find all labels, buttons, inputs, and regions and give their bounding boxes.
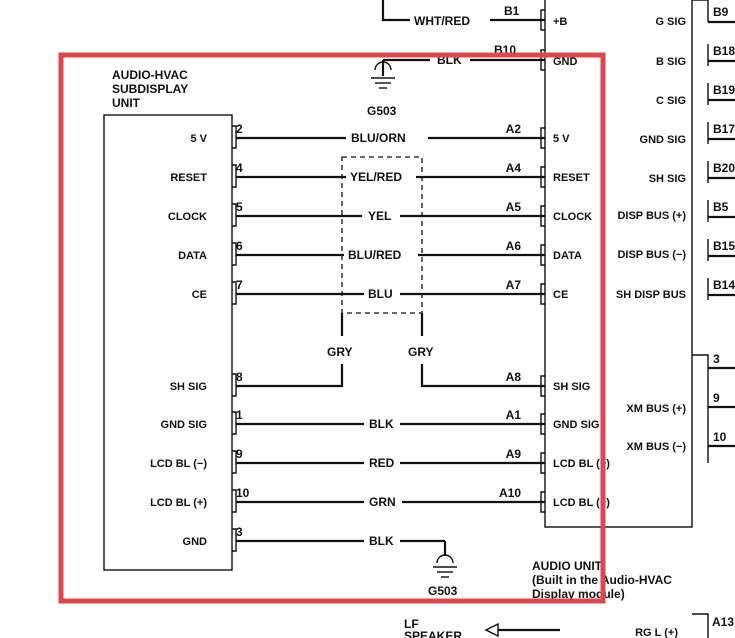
left-terminal-gnd: GND xyxy=(183,536,208,548)
wire-color-grn: GRN xyxy=(369,495,396,509)
wire-sh-sig-right xyxy=(420,364,545,388)
left-pin-6: 6 xyxy=(236,239,243,253)
center-pin-a7: A7 xyxy=(506,278,522,292)
left-terminal-data: DATA xyxy=(178,250,207,262)
right-terminal-c-sig: C SIG xyxy=(656,95,686,107)
ground-symbol-top xyxy=(371,60,395,89)
left-pin-1: 1 xyxy=(236,408,243,422)
center-terminal-plus-b: +B xyxy=(553,16,567,28)
center-pin-a6: A6 xyxy=(506,239,522,253)
right-terminal-sh-disp-bus: SH DISP BUS xyxy=(616,289,686,301)
left-terminal-clock: CLOCK xyxy=(168,211,207,223)
shield-color-right: GRY xyxy=(408,345,434,359)
highlight-box xyxy=(58,52,606,604)
top-wire-pin: B1 xyxy=(504,4,520,18)
center-pin-a2: A2 xyxy=(506,122,522,136)
center-top-bracket xyxy=(540,9,545,31)
left-pin-2: 2 xyxy=(236,122,243,136)
left-pin-4: 4 xyxy=(236,161,243,175)
audio-unit-box xyxy=(544,0,693,528)
left-terminal-sh-sig: SH SIG xyxy=(170,381,207,393)
center-pin-a4: A4 xyxy=(506,161,522,175)
right-pin-b20: B20 xyxy=(713,161,735,175)
center-terminal-gnd: GND xyxy=(553,56,578,68)
wire-color-yel-red: YEL/RED xyxy=(350,170,402,184)
center-top-bracket xyxy=(540,49,545,71)
center-terminal-lcd-bl-plus: LCD BL (+) xyxy=(553,497,610,509)
subdisplay-title-line1: AUDIO-HVAC xyxy=(112,68,188,82)
left-pin-9: 9 xyxy=(236,447,243,461)
right-terminal-rg-l-plus: RG L (+) xyxy=(635,627,678,638)
right-pin-a13: A13 xyxy=(712,615,734,629)
subdisplay-unit-box xyxy=(103,114,233,571)
wire-color-blu: BLU xyxy=(368,287,393,301)
center-terminal-data: DATA xyxy=(553,250,582,262)
right-terminal-disp-bus-plus: DISP BUS (+) xyxy=(617,210,686,222)
center-pin-a8: A8 xyxy=(506,370,522,384)
right-terminal-xm-bus-plus: XM BUS (+) xyxy=(626,403,686,415)
speaker-label-line2: SPEAKER xyxy=(404,629,462,638)
center-terminal-gnd-sig: GND SIG xyxy=(553,419,599,431)
wire-color-blk: BLK xyxy=(369,417,394,431)
center-pin-a1: A1 xyxy=(506,408,522,422)
center-connector-brackets xyxy=(540,127,545,513)
right-pin-b17: B17 xyxy=(713,122,735,136)
right-pin-b5: B5 xyxy=(713,200,729,214)
right-pin-b15: B15 xyxy=(713,239,735,253)
left-pin-10: 10 xyxy=(236,486,250,500)
right-pin-10: 10 xyxy=(713,430,727,444)
left-pin-5: 5 xyxy=(236,200,243,214)
center-terminal-ce: CE xyxy=(553,289,568,301)
center-terminal-clock: CLOCK xyxy=(553,211,592,223)
speaker-connector-icon xyxy=(484,622,499,638)
center-terminal-reset: RESET xyxy=(553,172,590,184)
left-pin-8: 8 xyxy=(236,370,243,384)
left-terminal-lcd-bl-plus: LCD BL (+) xyxy=(150,497,207,509)
right-terminal-disp-bus-minus: DISP BUS (−) xyxy=(617,249,686,261)
subdisplay-title-line2: SUBDISPLAY xyxy=(112,82,188,96)
center-pin-a9: A9 xyxy=(506,447,522,461)
top-wire-line xyxy=(381,0,410,22)
wire-color-yel: YEL xyxy=(368,209,391,223)
right-terminal-gnd-sig: GND SIG xyxy=(640,134,686,146)
right-pin-b9: B9 xyxy=(713,5,729,19)
left-terminal-5v: 5 V xyxy=(190,133,207,145)
center-pin-a5: A5 xyxy=(506,200,522,214)
center-terminal-lcd-bl-minus: LCD BL (−) xyxy=(553,458,610,470)
ground-label-bottom: G503 xyxy=(428,584,458,598)
wire-color-blk-gnd: BLK xyxy=(369,534,394,548)
center-terminal-sh-sig: SH SIG xyxy=(553,381,590,393)
speaker-label-line1: LF xyxy=(404,617,419,631)
right-pin-b14: B14 xyxy=(713,278,735,292)
right-terminal-sh-sig: SH SIG xyxy=(649,173,686,185)
shield-enclosure xyxy=(341,156,423,314)
wire-color-blu-red: BLU/RED xyxy=(348,248,402,262)
audio-unit-title-line1: AUDIO UNIT xyxy=(532,559,603,573)
right-pin-3: 3 xyxy=(713,352,720,366)
wire-color-red: RED xyxy=(369,456,395,470)
left-terminal-reset: RESET xyxy=(170,172,207,184)
right-pin-b19: B19 xyxy=(713,83,735,97)
left-pin-3: 3 xyxy=(236,525,243,539)
right-connector-group xyxy=(692,0,735,638)
right-terminal-xm-bus-minus: XM BUS (−) xyxy=(626,441,686,453)
wire-gnd xyxy=(236,539,457,578)
center-terminal-5v: 5 V xyxy=(553,133,570,145)
wire-color-blu-orn: BLU/ORN xyxy=(351,131,406,145)
left-terminal-gnd-sig: GND SIG xyxy=(161,419,207,431)
shield-color-left: GRY xyxy=(327,345,353,359)
subdisplay-title-line3: UNIT xyxy=(112,96,141,110)
right-terminal-b-sig: B SIG xyxy=(656,56,686,68)
center-pin-a10: A10 xyxy=(499,486,521,500)
left-terminal-ce: CE xyxy=(192,289,207,301)
wire-sh-sig-left xyxy=(236,364,344,388)
ground-label-top: G503 xyxy=(367,104,397,118)
right-terminal-g-sig: G SIG xyxy=(655,16,686,28)
right-pin-9: 9 xyxy=(713,391,720,405)
left-pin-7: 7 xyxy=(236,278,243,292)
top-wire-color: WHT/RED xyxy=(414,14,470,28)
left-terminal-lcd-bl-minus: LCD BL (−) xyxy=(150,458,207,470)
right-pin-b18: B18 xyxy=(713,44,735,58)
